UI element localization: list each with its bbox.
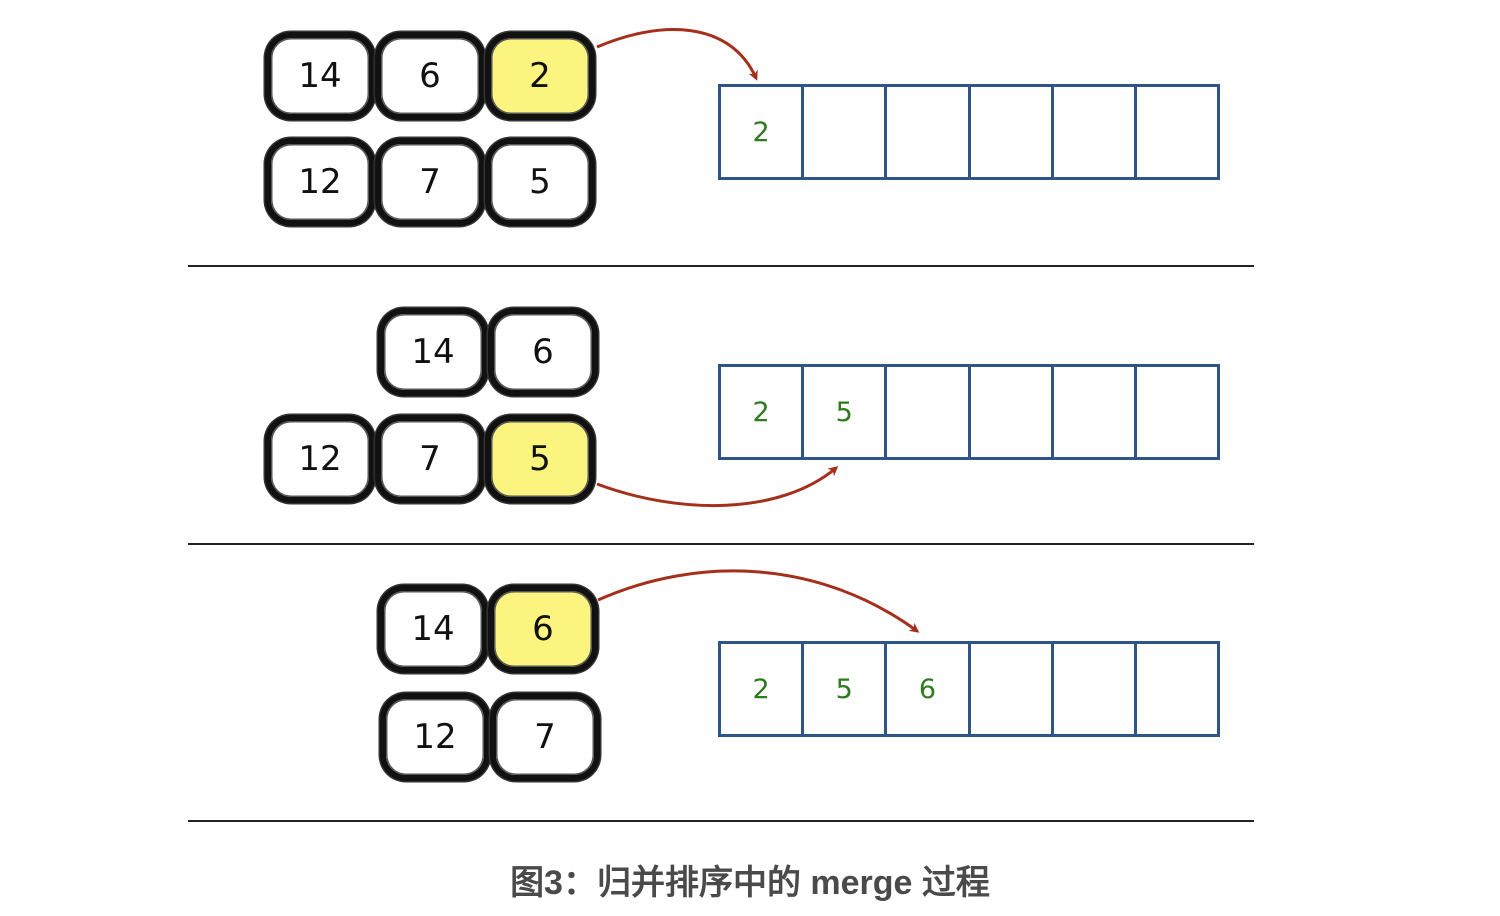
output-array: 2 5 6 — [718, 641, 1220, 737]
output-cell — [971, 87, 1054, 177]
figure-caption: 图3：归并排序中的 merge 过程 — [510, 864, 990, 902]
input-box: 12 — [265, 415, 375, 503]
output-cell — [1054, 644, 1137, 734]
input-box: 14 — [378, 585, 488, 673]
input-box-selected: 5 — [485, 415, 595, 503]
output-cell — [971, 644, 1054, 734]
output-cell: 5 — [804, 367, 888, 457]
output-cell — [1054, 87, 1137, 177]
input-box: 12 — [380, 693, 490, 781]
input-box: 7 — [375, 415, 485, 503]
input-box: 5 — [485, 138, 595, 226]
input-box: 14 — [265, 32, 375, 120]
output-cell — [887, 87, 971, 177]
output-cell — [971, 367, 1054, 457]
arrow — [596, 466, 839, 508]
output-cell — [1054, 367, 1137, 457]
input-box: 14 — [378, 308, 488, 396]
divider — [188, 820, 1254, 822]
output-cell: 2 — [721, 87, 805, 177]
output-cell — [804, 87, 888, 177]
arrow — [596, 28, 758, 81]
input-box: 7 — [490, 693, 600, 781]
arrow — [597, 569, 920, 633]
divider — [188, 265, 1254, 267]
output-array: 2 — [718, 84, 1220, 180]
divider — [188, 543, 1254, 545]
input-box-selected: 6 — [488, 585, 598, 673]
input-box: 7 — [375, 138, 485, 226]
output-cell: 2 — [721, 644, 805, 734]
output-cell: 5 — [804, 644, 888, 734]
input-box: 6 — [488, 308, 598, 396]
output-array: 2 5 — [718, 364, 1220, 460]
output-cell — [887, 367, 971, 457]
output-cell: 6 — [887, 644, 971, 734]
input-box: 6 — [375, 32, 485, 120]
output-cell: 2 — [721, 367, 805, 457]
input-box-selected: 2 — [485, 32, 595, 120]
input-box: 12 — [265, 138, 375, 226]
